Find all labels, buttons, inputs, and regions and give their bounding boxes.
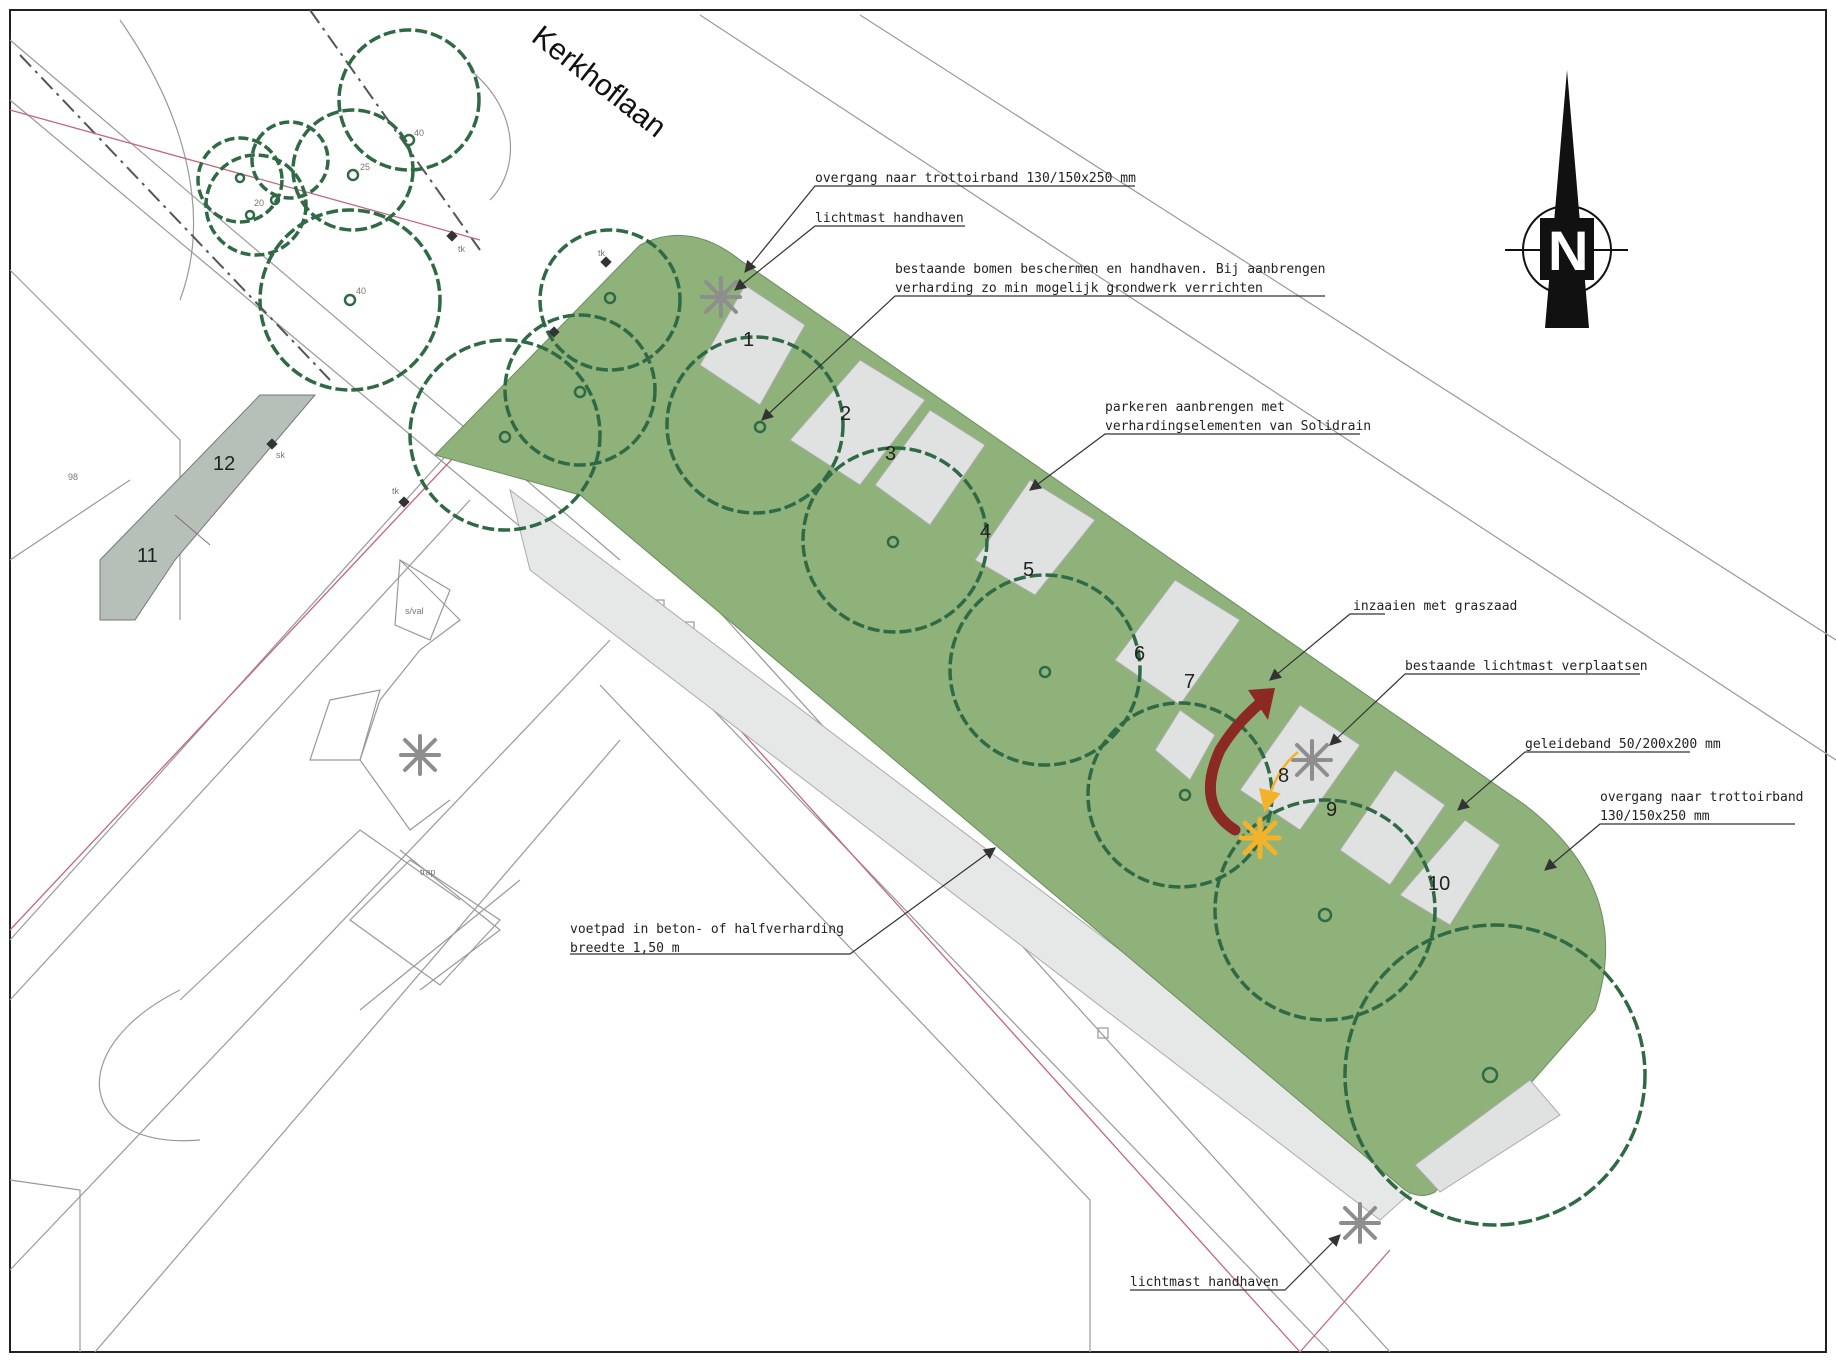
tree-size-label: 40 — [414, 128, 424, 138]
tree-canopy — [204, 153, 308, 257]
annotation-text: verharding zo min mogelijk grondwerk ver… — [895, 281, 1263, 296]
boundary-lines — [19, 9, 481, 381]
tree-size-label: 40 — [356, 286, 366, 296]
parking-spot-number: 7 — [1184, 671, 1195, 693]
annotation-text: verhardingselementen van Solidrain — [1105, 419, 1371, 434]
move-arrow — [1204, 699, 1264, 836]
tree-canopy — [1343, 923, 1647, 1227]
corner-paving — [1414, 1079, 1561, 1193]
new-light-icon — [1238, 816, 1282, 860]
annotation-text: lichtmast handhaven — [815, 211, 964, 226]
asterisk-light-icon — [399, 734, 441, 776]
annotation-text: inzaaien met graszaad — [1353, 599, 1517, 614]
tk-label: tk — [392, 486, 400, 496]
annotation-parking: parkeren aanbrengen met verhardingseleme… — [1029, 400, 1371, 491]
relocation-arrow-yellow — [1258, 751, 1299, 813]
annotation-text: bestaande lichtmast verplaatsen — [1405, 659, 1648, 674]
annotation-text: bestaande bomen beschermen en handhaven.… — [895, 262, 1325, 277]
annotation-text: parkeren aanbrengen met — [1105, 400, 1285, 415]
north-arrow-icon: N — [1505, 70, 1628, 328]
tree-trunk — [1038, 665, 1052, 679]
tree-canopy — [291, 108, 415, 232]
parking-spot-number: 1 — [743, 329, 754, 351]
parking-spot-number: 10 — [1428, 873, 1450, 895]
sval-label: s/val — [405, 606, 424, 616]
tree-trunk — [753, 420, 767, 434]
tree-trunk — [343, 293, 357, 307]
parking-spot-number: 9 — [1326, 799, 1337, 821]
bollard-markers — [266, 230, 612, 508]
tree-trunks — [234, 133, 1499, 1084]
parking-spot-number: 5 — [1023, 559, 1034, 581]
tree-trunk — [402, 133, 416, 147]
tree-size-label: 20 — [254, 198, 264, 208]
annotation-text: overgang naar trottoirband — [1600, 790, 1804, 805]
parking-spot-number: 2 — [840, 403, 851, 425]
annotation-text: geleideband 50/200x200 mm — [1525, 737, 1721, 752]
trap-label: trap — [420, 867, 436, 877]
tk-label: tk — [458, 244, 466, 254]
parking-spot-number: 12 — [213, 453, 235, 475]
tree-trunk — [346, 168, 360, 182]
tree-canopy — [948, 573, 1142, 767]
annotation-text: breedte 1,50 m — [570, 941, 680, 956]
annotation-grass: inzaaien met graszaad — [1269, 599, 1517, 681]
trees — [196, 28, 1647, 1227]
move-arrow-head — [1248, 688, 1275, 720]
tree-canopy — [258, 208, 442, 392]
tree-canopy — [665, 335, 845, 515]
tree-size-label: 25 — [360, 162, 370, 172]
annotation-light-keep-top: lichtmast handhaven — [734, 211, 965, 291]
tree-canopy — [801, 446, 989, 634]
tree-trunk — [1178, 788, 1192, 802]
sk-label: sk — [276, 450, 286, 460]
north-label: N — [1548, 219, 1588, 282]
annotation-guide-band: geleideband 50/200x200 mm — [1457, 737, 1721, 811]
annotation-transition-top: overgang naar trottoirband 130/150x250 m… — [744, 171, 1136, 273]
annotation-text: overgang naar trottoirband 130/150x250 m… — [815, 171, 1136, 186]
parking-spot-number: 11 — [137, 545, 158, 567]
tree-trunk — [1481, 1066, 1499, 1084]
tree-trunk — [886, 535, 900, 549]
tree-trunk — [269, 194, 281, 206]
tree-trunk — [573, 385, 587, 399]
tree-canopy — [1213, 798, 1437, 1022]
tree-canopy — [337, 28, 481, 172]
tree-canopy — [408, 338, 602, 532]
parking-strip-left — [99, 394, 317, 621]
annotation-transition-right: overgang naar trottoirband 130/150x250 m… — [1544, 790, 1804, 871]
annotation-light-keep-bottom: lichtmast handhaven — [1130, 1234, 1341, 1291]
parking-spot-number: 4 — [980, 521, 991, 543]
building-number: 98 — [68, 472, 78, 482]
tree-trunk — [244, 209, 256, 221]
annotation-text: 130/150x250 mm — [1600, 809, 1710, 824]
annotation-light-move: bestaande lichtmast verplaatsen — [1329, 659, 1648, 746]
tree-canopy — [503, 313, 657, 467]
tree-canopy — [196, 136, 284, 224]
tree-trunk — [498, 430, 512, 444]
annotation-text: lichtmast handhaven — [1130, 1275, 1279, 1290]
tree-canopy — [538, 228, 682, 372]
annotation-trees: bestaande bomen beschermen en handhaven.… — [761, 262, 1325, 421]
tk-label: tk — [598, 248, 606, 258]
asterisk-light-icon — [1291, 739, 1333, 781]
parking-spot-number: 3 — [885, 443, 896, 465]
annotation-footpath: voetpad in beton- of halfverharding bree… — [570, 847, 996, 956]
tree-trunk — [1317, 907, 1333, 923]
annotation-text: voetpad in beton- of halfverharding — [570, 922, 844, 937]
asterisk-light-icon — [1339, 1202, 1381, 1244]
tree-canopy — [250, 120, 330, 200]
parking-spot-number: 6 — [1134, 643, 1145, 665]
asterisk-light-icon — [700, 276, 742, 318]
green-area — [434, 234, 1607, 1196]
parking-spot-numbers: 1 2 3 4 5 6 7 8 9 10 11 12 — [137, 329, 1450, 895]
parking-spot-number: 8 — [1278, 765, 1289, 787]
tree-trunk — [603, 291, 617, 305]
tree-trunk — [234, 172, 246, 184]
